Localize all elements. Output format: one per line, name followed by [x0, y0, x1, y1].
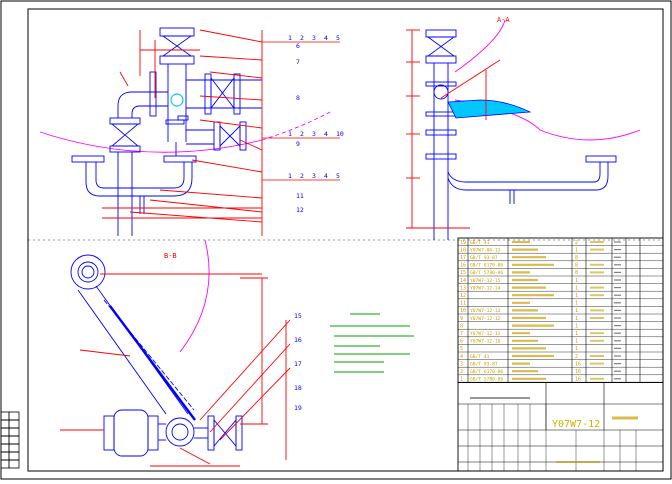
- part-number: 14: [460, 278, 466, 284]
- dimension-lines-bb: [60, 273, 291, 467]
- callout-number: 4: [324, 34, 328, 42]
- dimension-lines-aa: [406, 29, 501, 229]
- part-number: 4: [460, 354, 463, 360]
- part-number: 10: [460, 308, 466, 314]
- part-number: 1: [460, 377, 463, 383]
- callout-number: 4: [324, 130, 328, 138]
- part-number: 2: [460, 369, 463, 375]
- part-number: 11: [460, 301, 466, 307]
- callout-number: 11: [296, 192, 304, 200]
- section-bb-view: [70, 254, 243, 457]
- callout-number: 2: [300, 130, 304, 138]
- dimension-lines-main: [102, 29, 263, 236]
- callout-number: 16: [294, 336, 302, 344]
- part-code: Y07W7-12-14: [470, 285, 501, 291]
- callout-number: 19: [294, 404, 302, 412]
- part-quantity: 1: [575, 301, 578, 307]
- part-quantity: 1: [575, 247, 578, 253]
- part-code: Y07W7-06-13: [470, 247, 501, 253]
- callout-number: 2: [300, 172, 304, 180]
- callout-number: 1: [288, 34, 292, 42]
- section-bb-label: B-B: [164, 252, 177, 260]
- callout-number: 3: [312, 130, 316, 138]
- part-number: 19: [460, 240, 466, 246]
- part-quantity: 1: [575, 278, 578, 284]
- part-quantity: 1: [575, 285, 578, 291]
- part-code: GB/T 5780-86: [470, 270, 503, 276]
- section-aa-label: A-A: [497, 16, 510, 24]
- part-code: Y07W7-12-11: [470, 331, 501, 337]
- title-block: [457, 381, 664, 472]
- part-quantity: 1: [575, 316, 578, 322]
- part-quantity: 1: [575, 331, 578, 337]
- part-number: 5: [460, 346, 463, 352]
- part-quantity: 2: [575, 354, 578, 360]
- callout-number: 10: [336, 130, 344, 138]
- callout-number: 8: [296, 94, 300, 102]
- part-number: 9: [460, 316, 463, 322]
- part-code: GB/T 93-87: [470, 361, 498, 367]
- reference-arcs: [39, 19, 641, 353]
- part-number: 15: [460, 270, 466, 276]
- technical-notes: [330, 313, 414, 373]
- part-number: 18: [460, 247, 466, 253]
- callout-number: 2: [300, 34, 304, 42]
- callout-number: 5: [336, 172, 340, 180]
- part-code: GB/T 6170-86: [470, 263, 503, 269]
- part-quantity: 16: [575, 377, 581, 383]
- drawing-number: Y07W7-12: [552, 419, 600, 430]
- part-quantity: 2: [575, 240, 578, 246]
- part-code: Y07W7-12-13: [470, 308, 501, 314]
- part-number: 17: [460, 255, 466, 261]
- callout-number: 1: [288, 172, 292, 180]
- part-quantity: 1: [575, 339, 578, 345]
- part-number: 3: [460, 361, 463, 367]
- callout-number: 9: [296, 140, 300, 148]
- callout-number: 12: [296, 206, 304, 214]
- part-code: Y07W7-12-10: [470, 339, 501, 345]
- callout-number: 18: [294, 384, 302, 392]
- part-quantity: 16: [575, 361, 581, 367]
- part-code: Y07W7-12-12: [470, 316, 501, 322]
- part-quantity: 8: [575, 270, 578, 276]
- callout-number: 1: [288, 130, 292, 138]
- callout-number: 3: [312, 34, 316, 42]
- part-number: 7: [460, 331, 463, 337]
- callout-number: 6: [296, 42, 300, 50]
- part-quantity: 1: [575, 323, 578, 329]
- part-number: 16: [460, 263, 466, 269]
- part-number: 6: [460, 339, 463, 345]
- part-quantity: 16: [575, 369, 581, 375]
- part-code: GB/T 93-87: [470, 255, 498, 261]
- part-quantity: 8: [575, 255, 578, 261]
- part-quantity: 1: [575, 293, 578, 299]
- section-aa-view: [425, 29, 617, 240]
- part-quantity: 1: [575, 308, 578, 314]
- callout-number: 15: [294, 312, 302, 320]
- part-code: GB/T 41: [470, 240, 490, 246]
- callout-number: 5: [336, 34, 340, 42]
- part-code: GB/T 41: [470, 354, 490, 360]
- main-view: [71, 27, 262, 236]
- part-number: 8: [460, 323, 463, 329]
- part-code: GB/T 5780-86: [470, 377, 503, 383]
- part-quantity: 8: [575, 263, 578, 269]
- revision-block: [0, 411, 20, 469]
- part-code: Y07W7-12-15: [470, 278, 501, 284]
- callout-number: 17: [294, 360, 302, 368]
- callout-number: 3: [312, 172, 316, 180]
- callout-number: 7: [296, 58, 300, 66]
- part-number: 13: [460, 285, 466, 291]
- part-code: GB/T 6170-86: [470, 369, 503, 375]
- callout-number: 4: [324, 172, 328, 180]
- part-number: 12: [460, 293, 466, 299]
- part-quantity: 1: [575, 346, 578, 352]
